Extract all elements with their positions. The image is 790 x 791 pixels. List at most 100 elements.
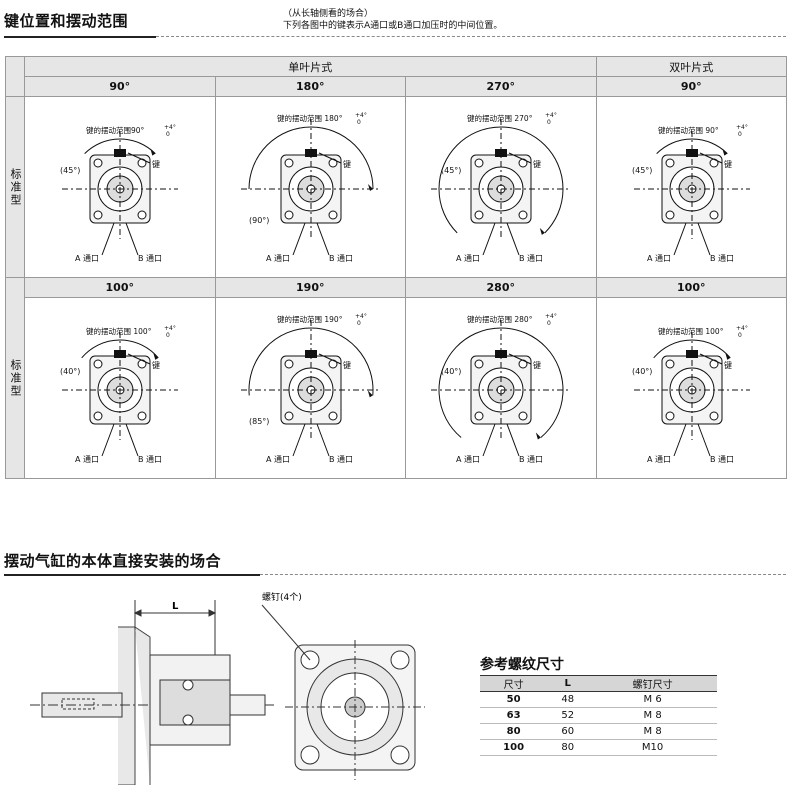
ref-l: 60 xyxy=(547,723,589,740)
swing-range-arc xyxy=(438,327,564,438)
key-marker xyxy=(114,149,126,157)
table-row: 100 80 M10 xyxy=(480,739,717,756)
mount-hole xyxy=(284,158,293,168)
view-note-line1: （从长轴侧看的场合） xyxy=(283,9,374,19)
key-label: 键 xyxy=(343,360,351,370)
table-row: 80 60 M 8 xyxy=(480,723,717,740)
key-leader xyxy=(699,353,722,365)
swing-range-arc xyxy=(248,327,373,396)
port-b-label: B 通口 xyxy=(138,253,162,263)
col-header-r1-1: 90° xyxy=(24,76,216,97)
port-a-label: A 通口 xyxy=(456,454,480,464)
dimension-L xyxy=(133,600,217,655)
mount-hole xyxy=(474,359,484,369)
title-divider-2 xyxy=(260,574,786,575)
key-label: 键 xyxy=(533,360,541,370)
tolerance-top: +4° xyxy=(736,124,748,131)
mount-hole xyxy=(665,359,674,369)
key-label: 键 xyxy=(152,360,160,370)
ref-table-title: 参考螺纹尺寸 xyxy=(480,657,564,673)
key-label: 键 xyxy=(152,159,160,169)
tolerance-top: +4° xyxy=(355,313,367,320)
tolerance-bottom: 0 xyxy=(166,131,170,138)
angle-label: (40°) xyxy=(60,367,80,376)
mounting-drawing: L 螺钉(4个) xyxy=(30,592,425,785)
col-header-r2-1: 100° xyxy=(24,277,216,298)
ref-l: 48 xyxy=(547,691,589,708)
col-header-r2-4: 100° xyxy=(595,277,787,298)
tolerance-bottom: 0 xyxy=(357,119,361,126)
mount-hole xyxy=(665,158,674,168)
port-b-leader xyxy=(316,423,329,457)
row-label-standard-2: 标准型 xyxy=(5,277,25,479)
corner-cell xyxy=(5,56,25,97)
tolerance-top: +4° xyxy=(545,313,557,320)
port-a-label: A 通口 xyxy=(266,454,290,464)
port-b-label: B 通口 xyxy=(138,454,162,464)
arc-arrowhead xyxy=(539,227,545,235)
ref-l: 52 xyxy=(547,707,589,724)
mount-hole xyxy=(474,411,484,421)
port-b-leader xyxy=(125,222,139,256)
key-leader xyxy=(127,353,151,365)
arc-arrowhead xyxy=(721,148,727,156)
mount-hole xyxy=(284,411,293,421)
cylinder-front xyxy=(285,640,425,780)
mount-hole xyxy=(93,158,103,168)
view-note-line2: 下列各图中的键表示A通口或B通口加压时的中间位置。 xyxy=(283,21,503,31)
row-label-standard-1: 标准型 xyxy=(5,96,25,278)
ref-screw: M 8 xyxy=(588,723,717,740)
section-title-key-position: 键位置和摆动范围 xyxy=(4,12,129,30)
mount-hole xyxy=(284,359,293,369)
port-b-leader xyxy=(697,423,710,457)
col-header-r1-2: 180° xyxy=(214,76,406,97)
group-header-single-vane: 单叶片式 xyxy=(24,56,597,77)
ref-header-l: L xyxy=(547,675,589,692)
tolerance-bottom: 0 xyxy=(166,332,170,339)
port-b-leader xyxy=(125,423,139,457)
swing-range-label: 键的摆动范围 280° xyxy=(467,314,533,324)
cylinder-side xyxy=(149,654,266,746)
swing-range-label: 键的摆动范围 100° xyxy=(86,326,152,336)
port-a-leader xyxy=(101,423,115,457)
angle-label: (45°) xyxy=(632,166,652,175)
mount-hole xyxy=(93,359,103,369)
ref-size: 50 xyxy=(480,691,548,708)
mount-hole xyxy=(709,210,718,220)
key-leader xyxy=(127,152,151,164)
ref-size: 80 xyxy=(480,723,548,740)
port-b-leader xyxy=(697,222,710,256)
table-row: 50 48 M 6 xyxy=(480,691,717,708)
key-marker xyxy=(685,149,698,157)
arc-arrowhead xyxy=(150,148,156,156)
swing-range-arc xyxy=(655,138,728,154)
key-leader xyxy=(508,353,532,365)
mount-hole xyxy=(665,411,674,421)
angle-label: (85°) xyxy=(249,417,269,426)
arc-arrowhead xyxy=(724,352,730,360)
mount-hole xyxy=(518,411,528,421)
mount-hole xyxy=(93,210,103,220)
mount-hole xyxy=(709,411,718,421)
ref-size: 63 xyxy=(480,707,548,724)
swing-range-arc xyxy=(248,126,373,190)
swing-range-arc xyxy=(438,126,564,234)
mounting-plate xyxy=(118,626,151,785)
view-note: （从长轴侧看的场合） 下列各图中的键表示A通口或B通口加压时的中间位置。 xyxy=(283,8,502,32)
port-a-leader xyxy=(482,423,496,457)
port-a-label: A 通口 xyxy=(647,454,671,464)
mount-hole xyxy=(474,210,484,220)
tolerance-top: +4° xyxy=(355,112,367,119)
port-a-label: A 通口 xyxy=(647,253,671,263)
key-label: 键 xyxy=(724,159,732,169)
port-b-label: B 通口 xyxy=(329,253,353,263)
swing-range-arc xyxy=(652,339,731,359)
port-b-label: B 通口 xyxy=(329,454,353,464)
swing-range-label: 键的摆动范围 100° xyxy=(658,326,724,336)
mount-hole xyxy=(665,210,674,220)
section-title-direct-mount: 摆动气缸的本体直接安装的场合 xyxy=(4,552,222,570)
key-marker xyxy=(685,350,698,358)
